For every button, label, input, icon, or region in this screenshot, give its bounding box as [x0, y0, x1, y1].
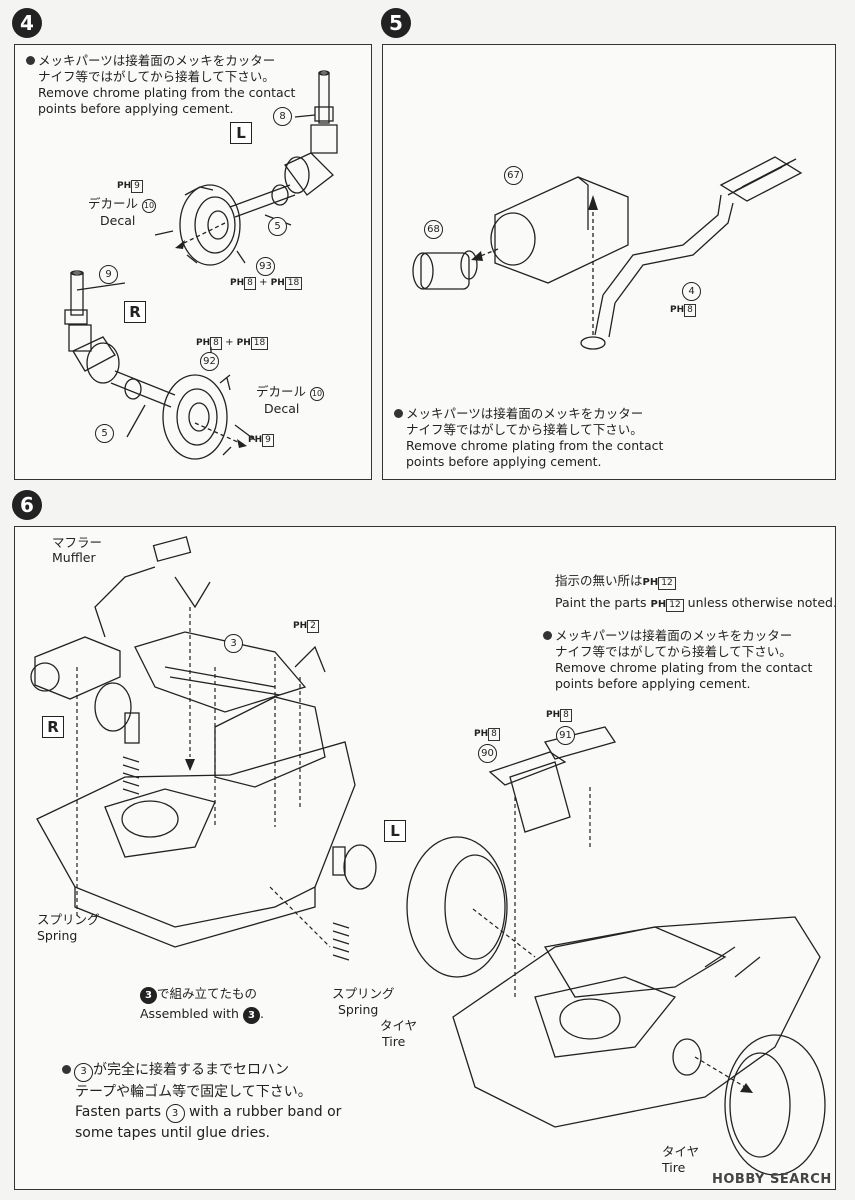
- bullet-icon: [26, 56, 35, 65]
- part-4-label: 4: [682, 282, 701, 301]
- part-5-label: 5: [268, 217, 287, 236]
- step-4-badge: 4: [12, 8, 42, 38]
- step-6-diagram: [30, 536, 826, 1176]
- bullet-icon: [543, 631, 552, 640]
- part-93-label: 93: [256, 257, 275, 276]
- decal-label-l: デカール 10 Decal: [88, 196, 156, 228]
- right-side-label-step6: R: [42, 716, 64, 738]
- step-6-panel: [14, 526, 836, 1190]
- part-68-label: 68: [424, 220, 443, 239]
- bullet-icon: [394, 409, 403, 418]
- decal-label-r: デカール 10 Decal: [256, 384, 324, 416]
- part-8-label: 8: [273, 107, 292, 126]
- part-67-label: 67: [504, 166, 523, 185]
- right-side-label: R: [124, 301, 146, 323]
- note-jp-1: メッキパーツは接着面のメッキをカッター: [38, 53, 276, 68]
- bullet-icon: [62, 1065, 71, 1074]
- step-5-badge: 5: [381, 8, 411, 38]
- note-en-2: points before applying cement.: [38, 101, 234, 116]
- step-6-chrome-note: メッキパーツは接着面のメッキをカッター ナイフ等ではがしてから接着して下さい。 …: [543, 628, 812, 692]
- part-9-label: 9: [99, 265, 118, 284]
- step-5-panel: [382, 44, 836, 480]
- left-side-label-step6: L: [384, 820, 406, 842]
- left-side-label: L: [230, 122, 252, 144]
- step-4-note: メッキパーツは接着面のメッキをカッター ナイフ等ではがしてから接着して下さい。 …: [26, 53, 295, 117]
- step-5-note: メッキパーツは接着面のメッキをカッター ナイフ等ではがしてから接着して下さい。 …: [394, 406, 663, 470]
- step-6-badge: 6: [12, 490, 42, 520]
- watermark-logo: HOBBY SEARCH: [712, 1172, 832, 1187]
- step-5-diagram: [412, 156, 803, 350]
- part-3-label: 3: [224, 634, 243, 653]
- note-jp-2: ナイフ等ではがしてから接着して下さい。: [38, 69, 275, 84]
- part-5-label-r: 5: [95, 424, 114, 443]
- part-91-label: 91: [556, 726, 575, 745]
- part-92-label: 92: [200, 352, 219, 371]
- note-en-1: Remove chrome plating from the contact: [38, 85, 296, 100]
- part-90-label: 90: [478, 744, 497, 763]
